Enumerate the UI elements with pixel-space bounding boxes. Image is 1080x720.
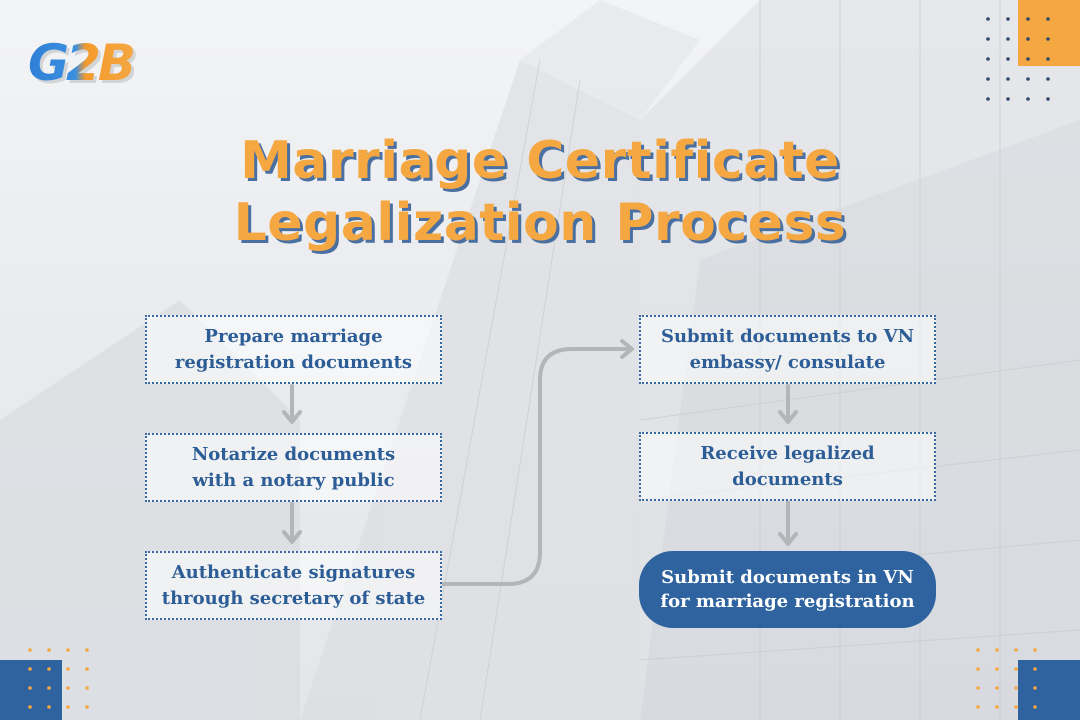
decor-dot bbox=[1033, 705, 1037, 709]
decor-dot bbox=[1006, 17, 1010, 21]
step-text-line-2: embassy/ consulate bbox=[689, 351, 886, 373]
decor-dot bbox=[1006, 37, 1010, 41]
arrowhead-step1-step2 bbox=[282, 410, 302, 424]
decor-dot bbox=[47, 667, 51, 671]
decor-dot bbox=[47, 705, 51, 709]
decor-dot bbox=[85, 667, 89, 671]
decor-dot bbox=[47, 648, 51, 652]
step-text-line-1: Submit documents in VN bbox=[661, 566, 914, 588]
decor-dot bbox=[995, 686, 999, 690]
step-text-line-1: Receive legalized bbox=[700, 442, 875, 464]
decor-dot bbox=[986, 97, 990, 101]
decor-dot bbox=[1046, 97, 1050, 101]
step-submit-in-vn: Submit documents in VN for marriage regi… bbox=[639, 551, 936, 628]
decor-dot bbox=[986, 57, 990, 61]
bottom-right-accent-block bbox=[1018, 660, 1080, 720]
decor-dot bbox=[976, 648, 980, 652]
arrow-step3-step4 bbox=[440, 347, 632, 586]
logo-text: G2B bbox=[28, 28, 136, 98]
top-right-accent-block bbox=[1018, 0, 1080, 66]
decor-dot bbox=[1033, 686, 1037, 690]
g2b-logo: G2B G2B bbox=[28, 28, 178, 98]
arrowhead-step5-step6 bbox=[778, 532, 798, 546]
decor-dot bbox=[1046, 57, 1050, 61]
step-text-line-1: Notarize documents bbox=[191, 443, 396, 465]
decor-dot bbox=[1014, 705, 1018, 709]
decor-dot bbox=[66, 705, 70, 709]
step-text-line-1: Submit documents to VN bbox=[660, 325, 915, 347]
decor-dot bbox=[1014, 667, 1018, 671]
decor-dot bbox=[976, 705, 980, 709]
decor-dot bbox=[1026, 77, 1030, 81]
step-text-line-2: for marriage registration bbox=[660, 590, 915, 612]
decor-dot bbox=[1046, 37, 1050, 41]
decor-dot bbox=[1026, 97, 1030, 101]
title-line-1: Marriage Certificate bbox=[240, 131, 840, 191]
step-submit-to-embassy: Submit documents to VN embassy/ consulat… bbox=[639, 315, 936, 384]
decor-dot bbox=[1026, 57, 1030, 61]
step-receive-legalized: Receive legalized documents bbox=[639, 432, 936, 501]
decor-dot bbox=[66, 686, 70, 690]
decor-dot bbox=[976, 686, 980, 690]
decor-dot bbox=[85, 686, 89, 690]
decor-dot bbox=[85, 648, 89, 652]
decor-dot bbox=[986, 17, 990, 21]
decor-dot bbox=[1006, 57, 1010, 61]
step-prepare-documents: Prepare marriage registration documents bbox=[145, 315, 442, 384]
decor-dot bbox=[995, 648, 999, 652]
decor-dot bbox=[1006, 77, 1010, 81]
arrowhead-step2-step3 bbox=[282, 530, 302, 544]
decor-dot bbox=[995, 667, 999, 671]
decor-dot bbox=[66, 667, 70, 671]
decor-dot bbox=[1014, 686, 1018, 690]
decor-dot bbox=[1026, 37, 1030, 41]
decor-dot bbox=[1014, 648, 1018, 652]
decor-dot bbox=[28, 686, 32, 690]
step-text-line-1: Prepare marriage bbox=[204, 325, 383, 347]
decor-dot bbox=[1006, 97, 1010, 101]
decor-dot bbox=[28, 667, 32, 671]
decor-dot bbox=[995, 705, 999, 709]
decor-dot bbox=[47, 686, 51, 690]
decor-dot bbox=[1046, 77, 1050, 81]
title-line-2: Legalization Process bbox=[233, 193, 847, 253]
decor-dot bbox=[28, 705, 32, 709]
arrowhead-step4-step5 bbox=[778, 410, 798, 424]
decor-dot bbox=[66, 648, 70, 652]
decor-dot bbox=[1046, 17, 1050, 21]
step-text-line-2: through secretary of state bbox=[161, 587, 426, 609]
arrowhead-step3-step4 bbox=[620, 339, 634, 359]
step-text-line-2: registration documents bbox=[174, 351, 413, 373]
decor-dot bbox=[1033, 667, 1037, 671]
step-notarize-documents: Notarize documents with a notary public bbox=[145, 433, 442, 502]
decor-dot bbox=[1026, 17, 1030, 21]
step-text-line-2: with a notary public bbox=[192, 469, 395, 491]
decor-dot bbox=[28, 648, 32, 652]
decor-dot bbox=[85, 705, 89, 709]
decor-dot bbox=[986, 77, 990, 81]
step-text-line-1: Authenticate signatures bbox=[171, 561, 416, 583]
page-title: Marriage Certificate Legalization Proces… bbox=[0, 130, 1080, 254]
step-authenticate-signatures: Authenticate signatures through secretar… bbox=[145, 551, 442, 620]
decor-dot bbox=[976, 667, 980, 671]
decor-dot bbox=[1033, 648, 1037, 652]
decor-dot bbox=[986, 37, 990, 41]
step-text-line-2: documents bbox=[732, 468, 843, 490]
